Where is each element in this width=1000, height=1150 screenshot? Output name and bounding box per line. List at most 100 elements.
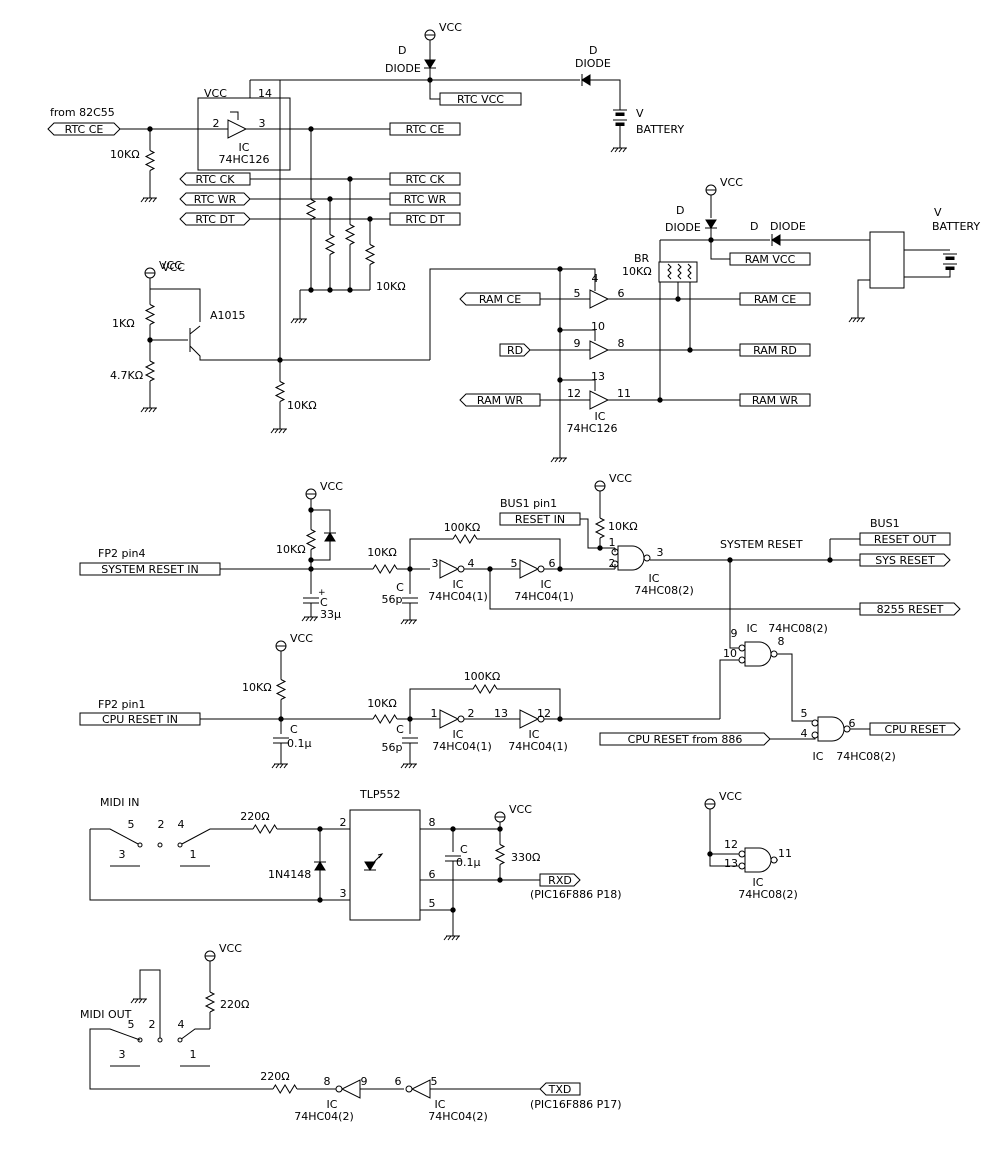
resistor-array-ref: BR [634, 252, 650, 265]
source-label: from 82C55 [50, 106, 115, 119]
diode-body [771, 234, 781, 246]
net-label-text: SYS RESET [875, 554, 935, 567]
ground-hatch [451, 935, 456, 941]
vcc-label: VCC [719, 790, 742, 803]
pin-number: 5 [128, 818, 135, 831]
ground-hatch [278, 428, 283, 434]
ground-hatch [275, 763, 280, 769]
resistor-array-value: 10KΩ [622, 265, 652, 278]
junction-dot [657, 397, 663, 403]
ic-type: 74HC04(1) [428, 590, 488, 603]
net-label-text: TXD [548, 1083, 572, 1096]
diode-body [581, 74, 591, 86]
net-label-tag [739, 393, 811, 407]
ic-ref: IC [753, 876, 764, 889]
net-label-text: CPU RESET IN [102, 713, 178, 726]
pin-number: 9 [574, 337, 581, 350]
ground-hatch [443, 935, 448, 941]
diode-ref: D [750, 220, 758, 233]
pin-number: 3 [119, 848, 126, 861]
pin-number: 5 [429, 897, 436, 910]
wire [559, 269, 596, 341]
ic-type: 74HC08(2) [836, 750, 896, 763]
optocoupler-light [377, 853, 384, 859]
pin-number: 11 [778, 847, 792, 860]
pin-number: 6 [429, 868, 436, 881]
ic-ref: IC [649, 572, 660, 585]
buffer-symbol [589, 390, 610, 410]
net-label-tag [539, 873, 581, 887]
ic-ref: IC [813, 750, 824, 763]
capacitor-ref: C [290, 723, 298, 736]
wire [149, 278, 201, 322]
net-label-tag [739, 343, 811, 357]
net-label-text: RAM CE [754, 293, 796, 306]
ground-hatch [400, 763, 405, 769]
net-label-tag [79, 712, 201, 726]
din-pin [179, 1028, 210, 1041]
net-label-text: 8255 RESET [877, 603, 944, 616]
inverter-symbol [439, 709, 460, 729]
net-label-tag [499, 343, 531, 357]
resistor-zigzag [324, 234, 336, 255]
net-label-tag [859, 553, 951, 567]
optocoupler-ref: TLP552 [359, 788, 400, 801]
pin-number: 9 [731, 627, 738, 640]
junction-dot [557, 566, 563, 572]
ic-type: 74HC04(2) [294, 1110, 354, 1123]
diode-body [705, 219, 717, 229]
ground-hatch [614, 147, 619, 153]
gate-output-bubble [643, 554, 651, 562]
pin-number: 5 [801, 707, 808, 720]
ground-hatch [290, 318, 295, 324]
connector-label: FP2 pin4 [98, 547, 145, 560]
resistor-value: 4.7KΩ [110, 369, 143, 382]
inverter-bubble [457, 715, 465, 723]
vcc-label: VCC [439, 21, 462, 34]
junction-dot [557, 716, 563, 722]
pin-number: 6 [849, 717, 856, 730]
connector-label: BUS1 [870, 517, 900, 530]
wire [729, 560, 742, 649]
ground-hatch [148, 407, 153, 413]
resistor-value: 330Ω [511, 851, 540, 864]
gate-output-bubble [770, 650, 778, 658]
ic-vcc-label: VCC [204, 87, 227, 100]
diode-type: DIODE [665, 221, 701, 234]
net-label-tag [739, 292, 811, 306]
junction-dot [308, 287, 314, 293]
wire [420, 909, 454, 930]
ic-ref: IC [453, 578, 464, 591]
junction-dot [317, 897, 323, 903]
pin-number: 5 [431, 1075, 438, 1088]
junction-dot [450, 907, 456, 913]
net-label-text: RTC CE [406, 123, 445, 136]
diode-ref: D [589, 44, 597, 57]
din-contact [157, 842, 163, 848]
ground-hatch [152, 407, 157, 413]
connector-label: MIDI OUT [80, 1008, 132, 1021]
battery-label: BATTERY [636, 123, 684, 136]
wire [409, 688, 460, 719]
ground-hatch [274, 428, 279, 434]
pin-number: 6 [549, 557, 556, 570]
net-label-tag [539, 1082, 581, 1096]
resistor-zigzag [305, 199, 317, 220]
wire [857, 279, 870, 312]
mcu-pin-label: (PIC16F886 P17) [530, 1098, 622, 1111]
net-label-text: RAM CE [479, 293, 521, 306]
capacitor-value: 56p [382, 741, 403, 754]
net-label-text: RTC DT [195, 213, 235, 226]
capacitor-value: 0.1μ [456, 856, 481, 869]
ground-hatch [130, 998, 135, 1004]
wire [89, 1028, 260, 1090]
wire [709, 854, 742, 867]
resistor-zigzag [364, 244, 376, 265]
ic-type: 74HC04(1) [514, 590, 574, 603]
wire [904, 270, 951, 278]
pin-number: 1 [609, 536, 616, 549]
net-label-tag [389, 212, 461, 226]
